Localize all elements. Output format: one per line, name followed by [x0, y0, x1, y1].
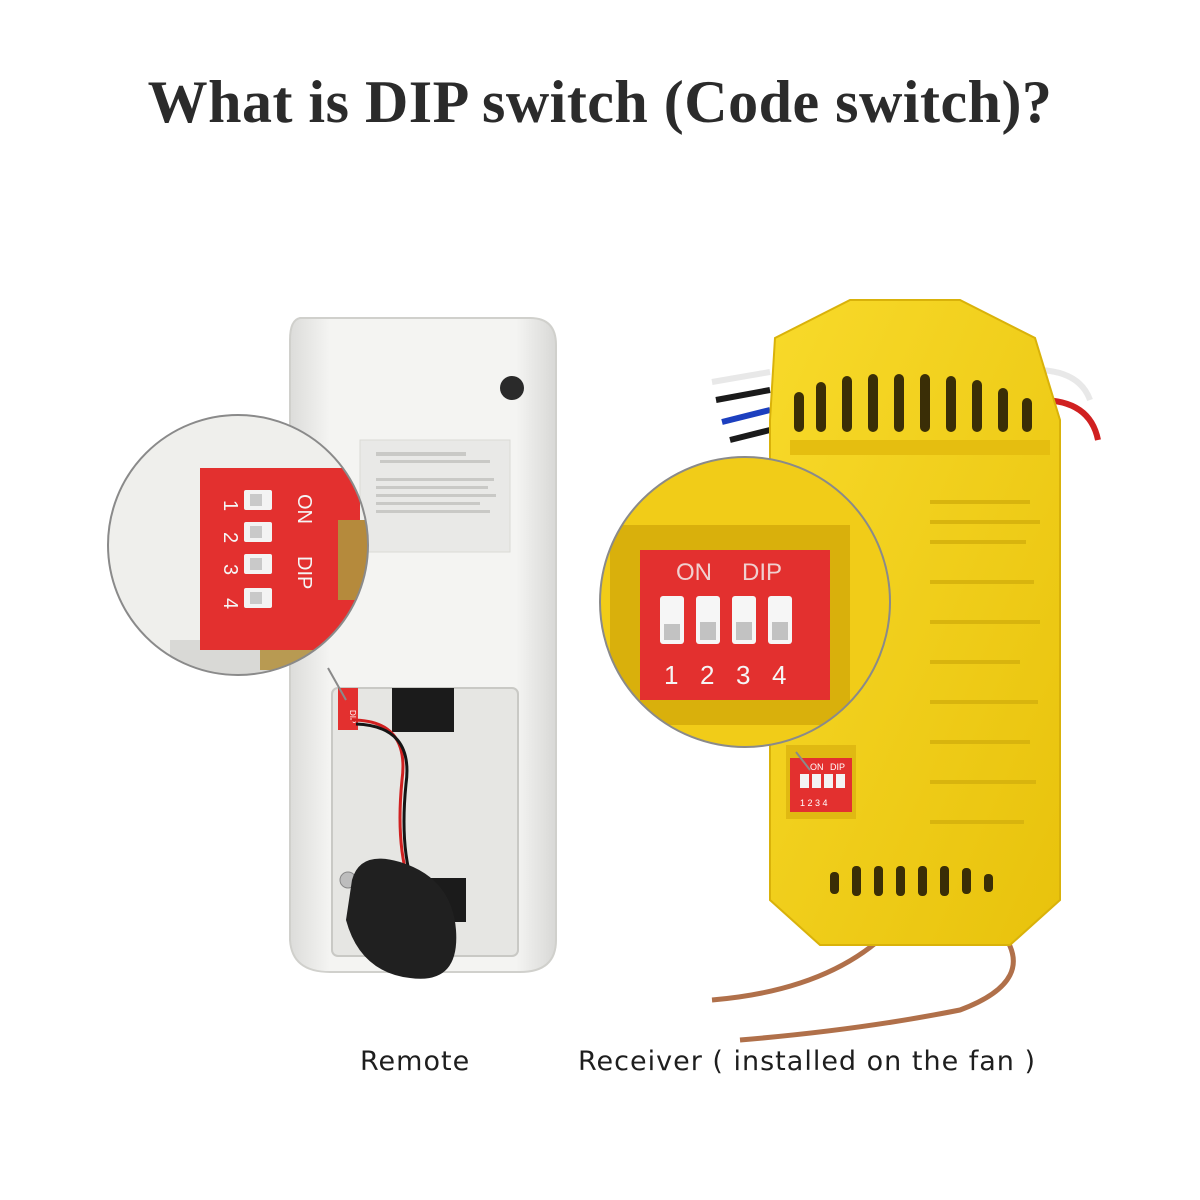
remote-dip-chip [338, 688, 358, 730]
receiver-dip-num-1: 1 [664, 660, 678, 690]
remote-dip-switch [200, 468, 360, 650]
remote-dip-num-3: 3 [219, 564, 241, 575]
foam-pad [392, 688, 454, 732]
remote-dip-tag: DIP [348, 710, 357, 723]
receiver-small-numbers: 1 2 3 4 [800, 798, 828, 808]
remote-dip-num-2: 2 [219, 532, 241, 543]
receiver-dip-num-4: 4 [772, 660, 786, 690]
receiver-caption: Receiver ( installed on the fan ) [578, 1046, 1037, 1077]
remote-dip-dip-label: DIP [293, 556, 315, 589]
fan-receiver: ON DIP 1 2 3 4 [711, 299, 1101, 1043]
receiver-dip-num-2: 2 [700, 660, 714, 690]
receiver-small-dip: DIP [830, 762, 845, 772]
receiver-dip-num-3: 3 [736, 660, 750, 690]
led-hole [500, 376, 524, 400]
receiver-dip-on-label: ON [676, 559, 712, 586]
remote-magnifier: 1 2 3 4 ON DIP [107, 414, 369, 676]
remote-dip-on-label: ON [293, 494, 315, 524]
remote-dip-num-4: 4 [219, 598, 241, 609]
page-title: What is DIP switch (Code switch)? [147, 69, 1053, 135]
receiver-magnifier: ON DIP 1 2 3 4 [599, 456, 891, 748]
remote-dip-num-1: 1 [219, 500, 241, 511]
remote-control: DIP [289, 317, 557, 979]
battery [346, 858, 457, 979]
receiver-dip-dip-label: DIP [742, 559, 782, 586]
receiver-small-on: ON [810, 762, 824, 772]
remote-caption: Remote [360, 1046, 471, 1077]
